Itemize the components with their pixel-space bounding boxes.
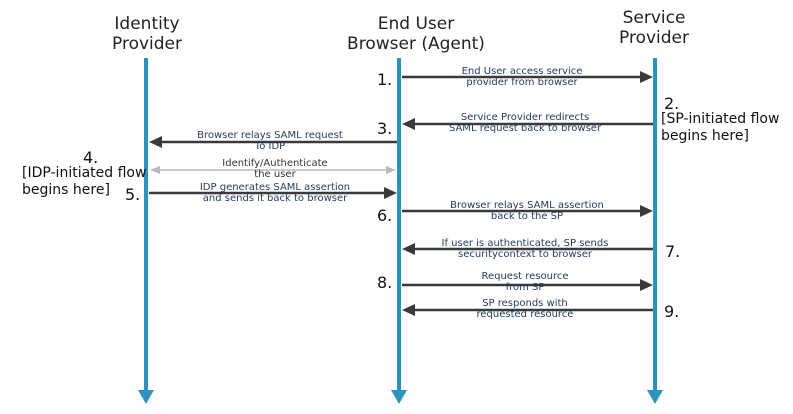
message-arrow-5 xyxy=(149,187,397,199)
message-label-6: Browser relays SAML assertion back to th… xyxy=(432,200,622,222)
idp-initiated-note-line1: [IDP-initiated flow xyxy=(22,165,147,181)
message-label-7-line2: securitycontext to browser xyxy=(457,249,593,260)
message-arrow-6 xyxy=(402,205,653,217)
message-label-5-line2: and sends it back to browser xyxy=(202,193,348,204)
step-number-6: 6. xyxy=(377,206,393,225)
message-label-1-line1: End User access service xyxy=(461,66,583,77)
message-label-8-line2: from SP xyxy=(505,282,545,293)
message-label-1-line2: provider from browser xyxy=(466,77,578,88)
message-label-8: Request resource from SP xyxy=(450,271,600,293)
idp-header: Identity Provider xyxy=(86,14,208,54)
message-label-3-line2: To IDP xyxy=(254,141,286,152)
sp-header: Service Provider xyxy=(600,8,708,48)
message-arrow-9 xyxy=(402,304,653,316)
message-label-6-line2: back to the SP xyxy=(490,211,564,222)
sp-initiated-note-line1: [SP-initiated flow xyxy=(661,111,780,127)
idp-header-line2: Provider xyxy=(112,34,182,54)
sp-header-line2: Provider xyxy=(619,28,689,48)
message-label-7: If user is authenticated, SP sends secur… xyxy=(420,238,630,260)
idp-initiated-note-line2: begins here] xyxy=(22,182,110,198)
browser-lifeline-arrowhead xyxy=(391,390,407,404)
step-number-5: 5. xyxy=(125,185,141,204)
message-label-2-line1: Service Provider redirects xyxy=(460,112,590,123)
idp-header-line1: Identity xyxy=(114,14,180,34)
message-label-2-line2: SAML request back to browser xyxy=(448,123,602,134)
step-number-8: 8. xyxy=(377,273,393,292)
step-number-4: 4. xyxy=(83,148,99,167)
message-label-7-line1: If user is authenticated, SP sends xyxy=(441,238,609,249)
sp-lifeline-arrowhead xyxy=(647,390,663,404)
step-number-1: 1. xyxy=(377,70,393,89)
step-number-2: 2. xyxy=(664,94,680,113)
message-arrow-1 xyxy=(402,71,653,83)
message-arrow-2 xyxy=(402,118,653,130)
message-label-5: IDP generates SAML assertion and sends i… xyxy=(180,182,370,204)
message-label-6-line1: Browser relays SAML assertion xyxy=(450,200,604,211)
idp-initiated-note: [IDP-initiated flow begins here] xyxy=(22,165,146,199)
idp-lifeline-arrowhead xyxy=(138,390,154,404)
message-label-2: Service Provider redirects SAML request … xyxy=(430,112,620,134)
message-arrow-8 xyxy=(402,279,653,291)
message-label-9: SP responds with requested resource xyxy=(450,298,600,320)
step-number-9: 9. xyxy=(664,302,680,321)
step-number-7: 7. xyxy=(665,242,681,261)
message-label-4: Identify/Authenticate the user xyxy=(190,158,360,180)
message-label-9-line1: SP responds with xyxy=(482,298,568,309)
browser-header-line2: Browser (Agent) xyxy=(347,34,485,54)
message-label-4-line2: the user xyxy=(254,169,296,180)
message-label-8-line1: Request resource xyxy=(481,271,569,282)
message-label-3: Browser relays SAML request To IDP xyxy=(180,130,360,152)
message-label-1: End User access service provider from br… xyxy=(432,66,612,88)
browser-header-line1: End User xyxy=(377,14,455,34)
message-label-3-line1: Browser relays SAML request xyxy=(197,130,343,141)
sp-header-line1: Service xyxy=(622,8,686,28)
step-number-3: 3. xyxy=(377,119,393,138)
message-label-9-line2: requested resource xyxy=(476,309,574,320)
message-label-4-line1: Identify/Authenticate xyxy=(222,158,328,169)
browser-header: End User Browser (Agent) xyxy=(344,14,488,54)
sp-initiated-note-line2: begins here] xyxy=(661,128,749,144)
message-label-5-line1: IDP generates SAML assertion xyxy=(199,182,351,193)
message-arrow-3 xyxy=(149,136,397,148)
message-arrow-7 xyxy=(402,243,653,255)
sp-initiated-note: [SP-initiated flow begins here] xyxy=(661,111,779,145)
message-arrow-4 xyxy=(150,166,396,174)
